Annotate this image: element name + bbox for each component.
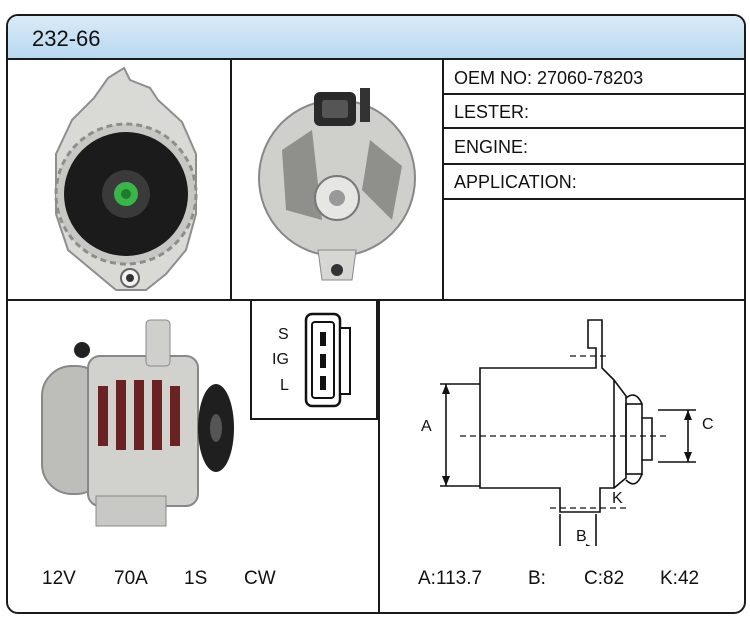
voltage-spec: 12V — [42, 568, 76, 589]
dimension-c-label: C — [702, 416, 714, 433]
groove-spec: 1S — [184, 568, 208, 589]
divider-top-photo-left — [230, 60, 232, 300]
dimension-a-label: A — [421, 418, 432, 435]
divider-bottom-vertical — [378, 300, 380, 612]
info-row-line-3 — [444, 163, 744, 165]
dimension-b-label: B — [576, 528, 587, 545]
alternator-front-image — [54, 66, 198, 291]
connector-plug-icon — [304, 312, 351, 408]
spec-sheet: 232-66 OEM NO: 27060-78203 LESTER: ENGIN… — [6, 14, 746, 614]
part-number-title: 232-66 — [32, 26, 101, 51]
dimension-b-value: B: — [528, 568, 546, 589]
alternator-side-image — [41, 319, 234, 527]
connector-pin-ig: IG — [272, 351, 289, 368]
dimension-a-value: A:113.7 — [418, 568, 483, 589]
dimension-k-value: K:42 — [660, 568, 700, 589]
oem-number-field: OEM NO: 27060-78203 — [454, 68, 644, 88]
lester-field: LESTER: — [454, 102, 530, 122]
info-row-line-4 — [444, 198, 744, 200]
alternator-rear-image — [258, 88, 416, 281]
info-row-line-2 — [444, 127, 744, 129]
connector-pin-s: S — [278, 326, 289, 343]
connector-box — [250, 300, 378, 420]
amperage-spec: 70A — [114, 568, 148, 589]
dimension-drawing — [440, 319, 696, 546]
divider-top-photo-right — [442, 60, 444, 300]
header-bar: 232-66 — [8, 16, 744, 60]
dimension-c-value: C:82 — [584, 568, 625, 589]
application-field: APPLICATION: — [454, 172, 577, 192]
dimension-k-label: K — [612, 490, 623, 507]
info-row-line-1 — [444, 93, 744, 95]
connector-pin-l: L — [280, 377, 289, 394]
engine-field: ENGINE: — [454, 137, 529, 157]
rotation-spec: CW — [244, 568, 276, 589]
